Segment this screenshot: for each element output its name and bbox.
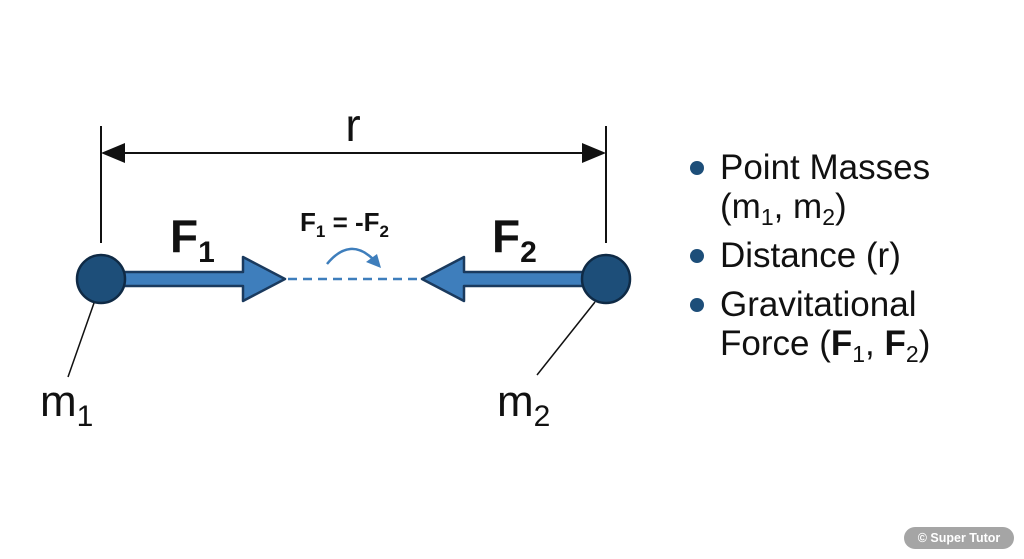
legend-text-gravitational: Gravitational bbox=[720, 285, 917, 324]
mass-m1 bbox=[75, 253, 127, 305]
mass2-label: m2 bbox=[497, 377, 550, 433]
curved-arrow-icon bbox=[326, 247, 375, 265]
watermark-badge: © Super Tutor bbox=[904, 527, 1014, 549]
mass-m2 bbox=[580, 253, 632, 305]
distance-label: r bbox=[345, 99, 360, 151]
legend-text-point-masses: Point Masses bbox=[720, 148, 931, 187]
legend-text-point-masses-symbols: (m1, m2) bbox=[720, 187, 847, 230]
mass1-label: m1 bbox=[40, 377, 93, 433]
legend-item-gravitational-force: Gravitational Force (F1, F2) bbox=[690, 285, 1010, 367]
legend-text-force-symbols: Force (F1, F2) bbox=[720, 324, 931, 367]
force-arrow-f1 bbox=[121, 255, 287, 303]
force1-label: F1 bbox=[170, 210, 215, 269]
bullet-icon bbox=[690, 249, 704, 263]
legend-text-distance: Distance (r) bbox=[720, 236, 901, 275]
bullet-icon bbox=[690, 298, 704, 312]
bullet-icon bbox=[690, 161, 704, 175]
force2-label: F2 bbox=[492, 210, 537, 269]
curved-arrow-head bbox=[366, 254, 381, 268]
leader-line-m2 bbox=[536, 301, 596, 376]
legend: Point Masses (m1, m2) Distance (r) Gravi… bbox=[690, 148, 1010, 373]
distance-arrowhead-left bbox=[101, 143, 125, 163]
distance-arrowhead-right bbox=[582, 143, 606, 163]
legend-item-distance: Distance (r) bbox=[690, 236, 1010, 275]
equation-label: F1 = -F2 bbox=[300, 207, 389, 241]
legend-item-point-masses: Point Masses (m1, m2) bbox=[690, 148, 1010, 230]
leader-line-m1 bbox=[67, 302, 95, 378]
force-arrow-f2 bbox=[420, 255, 586, 303]
